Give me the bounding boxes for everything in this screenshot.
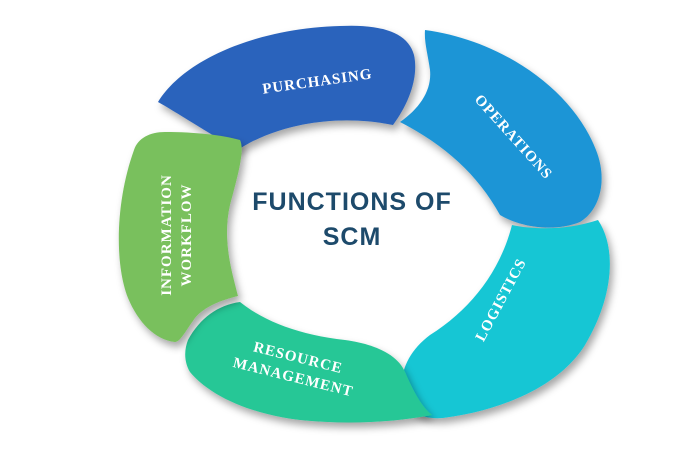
purchasing-segment [158, 25, 416, 151]
information-label: INFORMATION [159, 174, 175, 296]
information-workflow-segment [118, 132, 242, 342]
logistics-segment [401, 220, 610, 419]
operations-segment [400, 30, 602, 228]
center-title-line2: SCM [323, 223, 382, 251]
workflow-label: WORKFLOW [179, 183, 195, 286]
center-title-line1: FUNCTIONS OF [252, 188, 452, 216]
resource-management-segment [185, 302, 432, 423]
